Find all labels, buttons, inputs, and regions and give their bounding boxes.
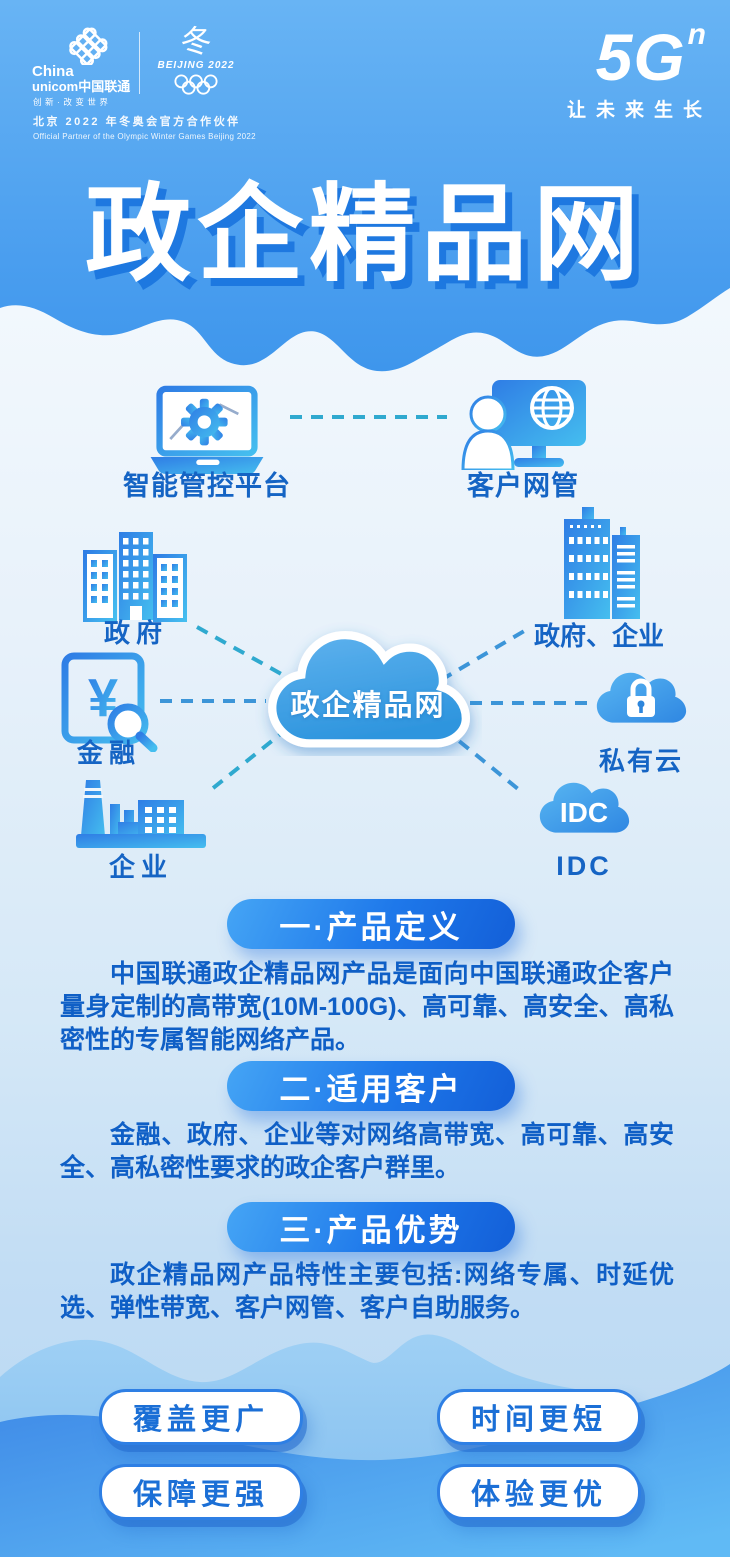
section-heading-label: 二·适用客户 xyxy=(279,1071,463,1107)
section-body-product-definition: 中国联通政企精品网产品是面向中国联通政企客户量身定制的高带宽(10M-100G)… xyxy=(60,960,674,1054)
section-heading-product-definition: 一·产品定义 xyxy=(227,899,515,949)
5g-label: 5G xyxy=(595,20,686,94)
factory-icon xyxy=(76,780,206,848)
5g-superscript: n xyxy=(687,17,706,51)
section-heading-target-customers: 二·适用客户 xyxy=(227,1061,515,1111)
section-body-product-advantages: 政企精品网产品特性主要包括:网络专属、时延优选、弹性带宽、客户网管、客户自助服务… xyxy=(60,1261,674,1322)
section-body-target-customers: 金融、政府、企业等对网络高带宽、高可靠、高安全、高私密性要求的政企客户群里。 xyxy=(60,1121,674,1182)
partner-line-zh: 北京 2022 年冬奥会官方合作伙伴 xyxy=(33,116,241,128)
node-label-private-cloud: 私有云 xyxy=(598,746,683,776)
page-title: 政企精品网 xyxy=(85,176,645,294)
idc-cloud-text: IDC xyxy=(560,797,608,828)
globe-icon xyxy=(530,386,574,430)
node-label-enterprise: 企业 xyxy=(108,852,173,882)
beijing-2022-wordmark: BEIJING 2022 xyxy=(157,60,235,72)
magnifier-icon xyxy=(107,703,158,752)
feature-label: 体验更优 xyxy=(470,1479,607,1511)
feature-label: 覆盖更广 xyxy=(132,1404,269,1436)
5g-logo: 5Gn xyxy=(567,18,706,90)
customer-nms-icon xyxy=(461,380,586,470)
partner-line-en: Official Partner of the Olympic Winter G… xyxy=(33,132,256,141)
section-heading-label: 一·产品定义 xyxy=(279,909,463,945)
brand-line1: China xyxy=(32,63,74,80)
skyscrapers-icon xyxy=(564,507,640,619)
5g-brand-block: 5Gn 让未来生长 xyxy=(567,18,706,122)
node-label-government: 政府 xyxy=(103,618,168,648)
laptop-monitoring-icon xyxy=(150,385,264,474)
feature-label: 保障更强 xyxy=(132,1479,269,1511)
person-icon xyxy=(461,395,515,470)
node-label-gov-enterprise: 政府、企业 xyxy=(533,621,664,651)
feature-pill-assurance: 保障更强 xyxy=(99,1464,303,1520)
beijing-2022-emblem: 冬 BEIJING 2022 xyxy=(150,24,242,96)
china-unicom-knot-icon xyxy=(69,27,108,65)
finance-icon: ¥ xyxy=(61,652,158,752)
node-label-platform: 智能管控平台 xyxy=(123,471,291,501)
5g-tagline: 让未来生长 xyxy=(566,100,712,121)
feature-label: 时间更短 xyxy=(470,1404,607,1436)
top-background-wave xyxy=(0,0,730,372)
brand-line2: unicom中国联通 xyxy=(32,79,131,95)
idc-cloud-icon: IDC xyxy=(539,782,630,833)
feature-pill-time: 时间更短 xyxy=(437,1389,641,1445)
feature-pill-experience: 体验更优 xyxy=(437,1464,641,1520)
logo-divider xyxy=(139,32,140,94)
lock-icon xyxy=(627,678,655,717)
feature-pill-coverage: 覆盖更广 xyxy=(99,1389,303,1445)
olympic-rings-icon xyxy=(174,74,218,95)
brand-slogan: 创新·改变世界 xyxy=(33,97,112,107)
official-partner-lines: 北京 2022 年冬奥会官方合作伙伴 Official Partner of t… xyxy=(33,113,256,141)
gear-icon xyxy=(181,398,228,446)
central-cloud-label: 政企精品网 xyxy=(290,690,446,722)
node-label-customer-nms: 客户网管 xyxy=(467,471,579,501)
government-buildings-icon xyxy=(83,532,187,622)
central-network-cloud xyxy=(268,630,471,748)
winter-games-glyph: 冬 xyxy=(178,24,214,59)
node-label-idc: IDC xyxy=(556,851,612,881)
section-heading-label: 三·产品优势 xyxy=(279,1212,463,1248)
china-unicom-wordmark: China unicom中国联通 xyxy=(32,63,131,95)
private-cloud-icon xyxy=(596,672,687,723)
section-heading-product-advantages: 三·产品优势 xyxy=(227,1202,515,1252)
node-label-finance: 金融 xyxy=(76,738,141,768)
